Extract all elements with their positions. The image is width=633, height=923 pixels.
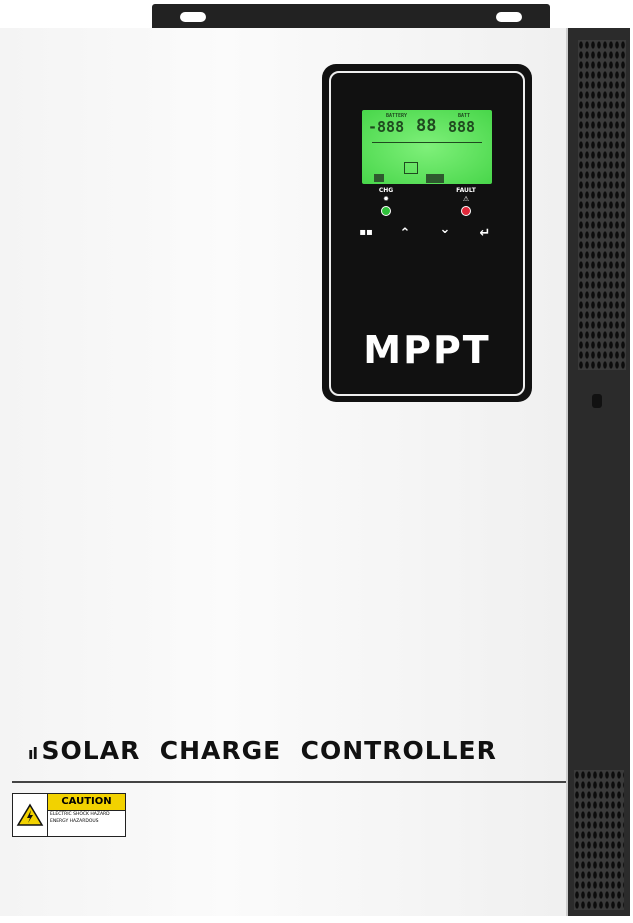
side-switch [592, 394, 602, 408]
lcd-digits-left: -888 [368, 118, 405, 136]
mppt-logo: MPPT [363, 328, 491, 372]
caution-line: ENERGY HAZARDOUS [50, 819, 99, 824]
product-title-text: SOLAR CHARGE CONTROLLER [41, 736, 497, 765]
lcd-label-battery: BATTERY [386, 113, 408, 119]
caution-line: ELECTRIC SHOCK HAZARD [50, 812, 110, 817]
lcd-digits-right: 888 [448, 118, 476, 136]
lcd-label-batt: BATT [458, 113, 471, 119]
load-icon [374, 174, 384, 182]
enter-button[interactable]: ↵ [479, 226, 491, 241]
lcd-screen: BATTERY BATT -888 88 888 [362, 110, 492, 184]
caution-label: CAUTION ELECTRIC SHOCK HAZARD ENERGY HAZ… [12, 793, 126, 837]
lcd-digits-center: 88 [416, 116, 437, 136]
signal-bars-icon: ıl [28, 744, 42, 763]
battery-icon [426, 174, 444, 183]
up-button[interactable]: ⌃ [399, 226, 411, 241]
vent-grill-bottom [574, 770, 624, 910]
product-title: ıl SOLAR CHARGE CONTROLLER [28, 736, 497, 765]
chg-label: CHG [378, 187, 394, 194]
bracket-slot [496, 12, 522, 22]
down-button[interactable]: ⌄ [439, 222, 451, 237]
caution-heading: CAUTION [48, 794, 125, 811]
electric-hazard-icon [13, 794, 48, 836]
warning-icon: ⚠ [462, 195, 470, 203]
chg-led [381, 206, 391, 216]
bracket-slot [180, 12, 206, 22]
control-panel-border [329, 71, 525, 396]
menu-button[interactable]: ▪▪ [359, 227, 373, 238]
lcd-line [372, 142, 482, 143]
solar-panel-icon [404, 162, 418, 174]
vent-grill-top [578, 40, 626, 370]
fault-label: FAULT [456, 187, 476, 194]
sun-icon: ✹ [383, 195, 389, 203]
fault-led [461, 206, 471, 216]
panel-seam [12, 781, 566, 783]
mounting-bracket [152, 4, 550, 32]
